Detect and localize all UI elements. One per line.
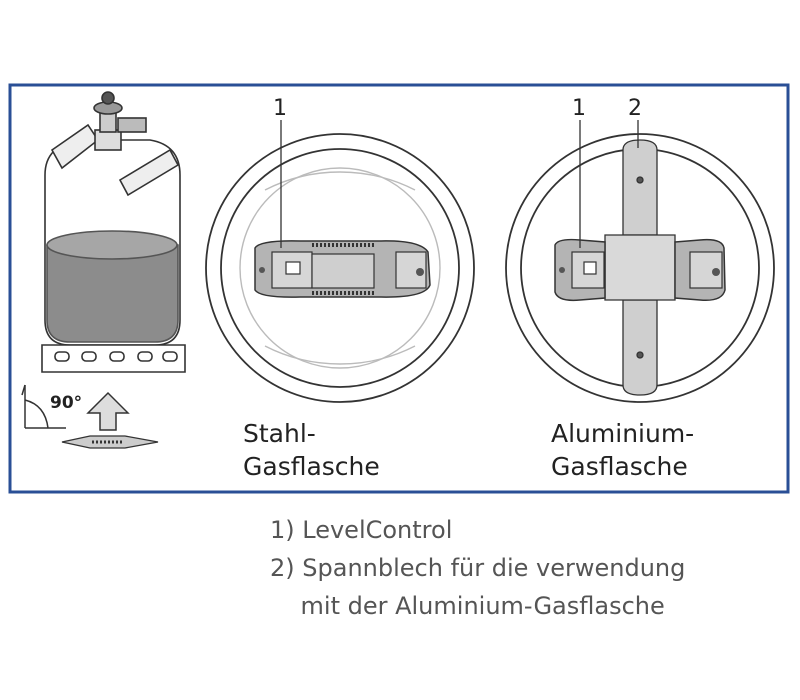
sensor-strip (61, 435, 159, 449)
callout-1-aluminium: 1 (572, 96, 586, 121)
aluminium-label-line2: Gasflasche (551, 452, 688, 481)
up-arrow-icon (86, 391, 130, 431)
levelcontrol-sensor (254, 240, 431, 298)
steel-label-line1: Stahl- (243, 419, 316, 448)
legend-item-1: 1) LevelControl (270, 516, 453, 544)
steel-label-line2: Gasflasche (243, 452, 380, 481)
aluminium-label-line1: Aluminium- (551, 419, 694, 448)
angle-90-symbol (21, 384, 66, 429)
mounting-bracket (604, 139, 676, 396)
legend-item-2: 2) Spannblech für die verwendung (270, 554, 686, 582)
aluminium-cylinder-topview (505, 133, 775, 403)
callout-1-steel: 1 (273, 96, 287, 121)
levelcontrol-sensor-aluminium (554, 238, 726, 302)
callout-2-aluminium: 2 (628, 96, 642, 121)
legend-item-2-continued: mit der Aluminium-Gasflasche (270, 592, 665, 620)
angle-label: 90° (50, 393, 82, 413)
steel-cylinder-topview (205, 133, 475, 403)
gas-cylinder-illustration (41, 91, 186, 373)
